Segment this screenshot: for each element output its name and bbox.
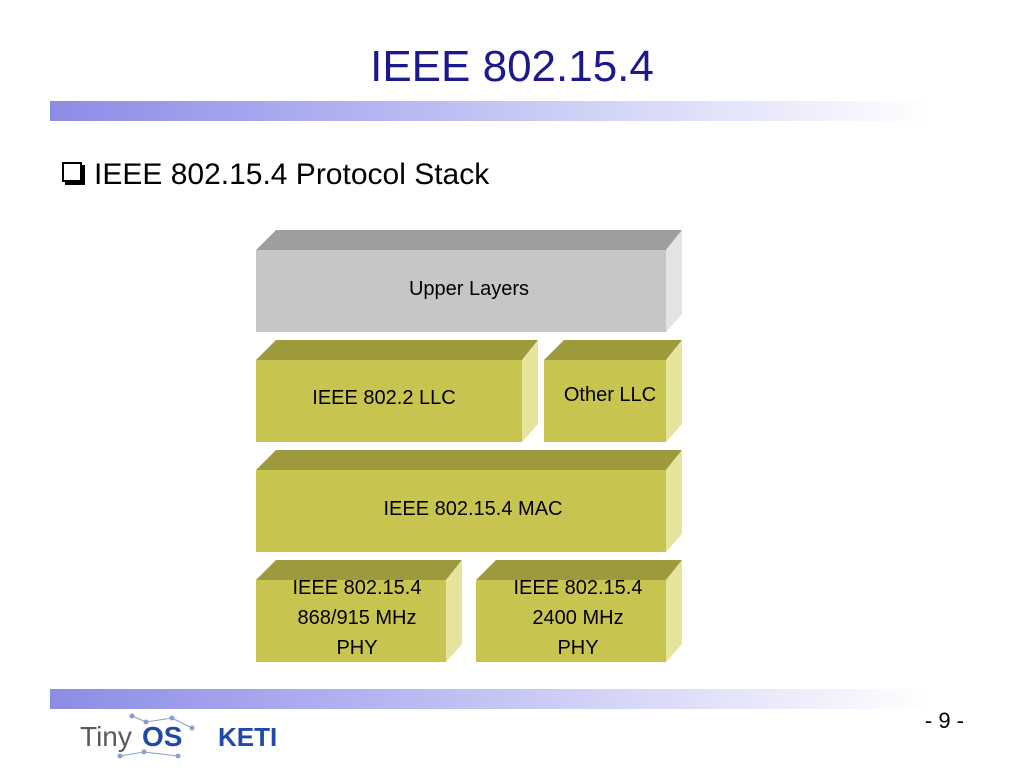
tinyos-logo: Tiny OS — [80, 713, 195, 759]
mac-front-face — [256, 470, 666, 552]
bullet-text: IEEE 802.15.4 Protocol Stack — [94, 158, 490, 191]
phy-2400-line-2: 2400 MHz — [532, 607, 623, 629]
keti-logo: KETI — [218, 722, 277, 752]
phy-2400-top-face — [476, 560, 682, 580]
phy-868-915-line-2: 868/915 MHz — [298, 607, 417, 629]
ieee-llc-block: IEEE 802.2 LLC — [256, 340, 538, 442]
tinyos-logo-os: OS — [142, 721, 182, 752]
mac-block: IEEE 802.15.4 MAC — [256, 450, 682, 552]
ieee-llc-top-face — [256, 340, 538, 360]
bullet-item: IEEE 802.15.4 Protocol Stack — [62, 158, 489, 192]
other-llc-side-face — [666, 340, 682, 442]
tinyos-network-nodes — [117, 713, 195, 759]
other-llc-top-face — [544, 340, 682, 360]
title-underline-bar — [50, 101, 930, 121]
tinyos-logo-tiny: Tiny — [80, 721, 132, 752]
phy-2400-side-face — [666, 560, 682, 662]
upper-layers-top-face — [256, 230, 682, 250]
phy-868-915-line-1: IEEE 802.15.4 — [293, 577, 422, 599]
phy-2400-front-face — [476, 580, 666, 662]
phy-2400-line-3: PHY — [557, 637, 598, 659]
phy-868-915-block: IEEE 802.15.4 868/915 MHz PHY — [256, 560, 462, 662]
page-number: - 9 - — [924, 708, 964, 733]
slide-title: IEEE 802.15.4 — [370, 42, 654, 91]
phy-2400-block: IEEE 802.15.4 2400 MHz PHY — [476, 560, 682, 662]
ieee-llc-side-face — [522, 340, 538, 442]
mac-label: IEEE 802.15.4 MAC — [384, 498, 563, 520]
upper-layers-label: Upper Layers — [409, 278, 529, 300]
checkbox-bullet-icon — [62, 162, 82, 182]
phy-868-915-front-face — [256, 580, 446, 662]
mac-side-face — [666, 450, 682, 552]
footer-logos: Tiny OS KETI — [80, 713, 277, 759]
phy-2400-line-1: IEEE 802.15.4 — [514, 577, 643, 599]
footer-bar — [50, 689, 930, 709]
upper-layers-side-face — [666, 230, 682, 332]
other-llc-front-face — [544, 360, 666, 442]
other-llc-block: Other LLC — [544, 340, 682, 442]
ieee-llc-front-face — [256, 360, 522, 442]
ieee-llc-label: IEEE 802.2 LLC — [312, 387, 455, 409]
phy-868-915-top-face — [256, 560, 462, 580]
upper-layers-front-face — [256, 250, 666, 332]
tinyos-network-graphic — [119, 715, 193, 757]
phy-868-915-line-3: PHY — [336, 637, 377, 659]
other-llc-label: Other LLC — [564, 384, 656, 406]
upper-layers-block: Upper Layers — [256, 230, 682, 332]
phy-868-915-side-face — [446, 560, 462, 662]
mac-top-face — [256, 450, 682, 470]
